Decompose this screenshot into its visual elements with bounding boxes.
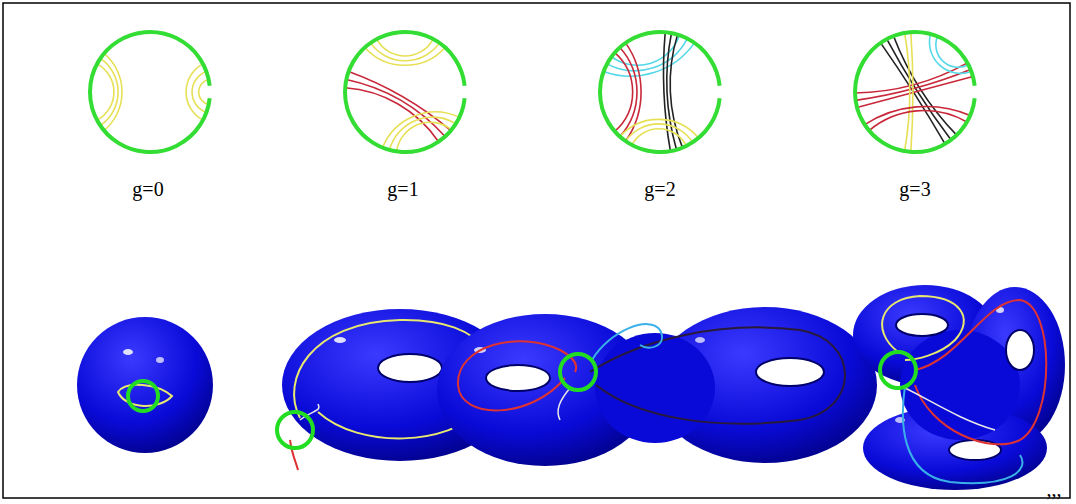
genus-label: g=2 <box>644 178 675 200</box>
chord-arc <box>615 53 633 132</box>
boundary-circle <box>90 32 210 152</box>
genus-three-surface <box>853 285 1065 490</box>
chord-arc <box>911 32 913 152</box>
chord-arc <box>97 64 114 120</box>
frame <box>3 3 1070 498</box>
genus-label: g=1 <box>387 178 418 200</box>
boundary-circle <box>855 32 975 152</box>
chord-arc <box>199 80 209 105</box>
chord-arc <box>936 36 969 67</box>
chord-arc <box>186 64 203 120</box>
chord-arc <box>869 111 967 131</box>
chord-arc <box>383 112 460 148</box>
chord-arc <box>377 39 433 56</box>
chord-arc <box>632 129 686 146</box>
trailing-mark: ,,, <box>1047 478 1062 500</box>
boundary-circle <box>600 32 720 152</box>
boundary-circle <box>345 32 465 152</box>
chord-arc <box>349 71 451 130</box>
sphere-surface <box>77 317 213 453</box>
chord-diagrams <box>90 32 975 152</box>
chord-arc <box>905 33 910 151</box>
genus-label: g=3 <box>899 178 930 200</box>
chord-arc <box>929 34 971 73</box>
chord-arc <box>865 106 971 124</box>
chord-arc <box>855 63 967 93</box>
genus-two-surface <box>437 307 877 466</box>
genus-label: g=0 <box>132 178 163 200</box>
